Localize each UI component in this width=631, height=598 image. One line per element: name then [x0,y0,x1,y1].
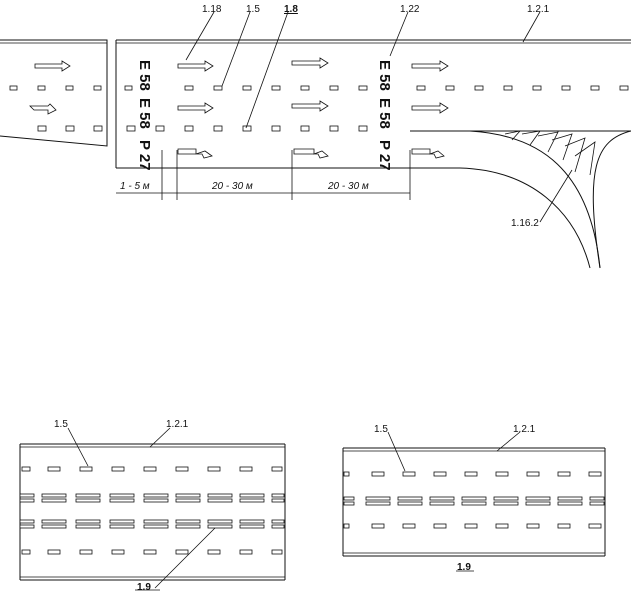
dimension-1-5m: 1 - 5 м [120,181,150,192]
ramp-gore-edge [592,130,631,269]
straight-arrow-icon [291,57,329,69]
label-1-2-1: 1.2.1 [527,4,550,15]
road-number-e58-d: E 58 [376,98,393,129]
straight-arrow-icon [177,102,214,114]
lane-dashes-row-2 [37,125,368,132]
top-callouts: 1.18 1.5 1.8 1.22 1.2.1 1.16.2 [185,4,573,229]
br-label-1-9: 1.9 [457,562,471,573]
road-number-p27-b: P 27 [376,140,393,171]
bl-lane-dashes-top [21,466,283,472]
lane-dashes-row-1 [9,85,629,91]
right-turn-arrow-icon [293,148,329,159]
label-1-22: 1.22 [400,4,420,15]
road-number-p27-a: P 27 [136,140,153,171]
dimension-lines: 1 - 5 м 20 - 30 м 20 - 30 м [116,150,411,200]
br-reversible-double-dashes [343,496,605,506]
road-number-e58-b: E 58 [136,98,153,129]
br-label-1-5: 1.5 [374,424,388,435]
br-lane-dashes-bottom [343,523,602,529]
label-1-5: 1.5 [246,4,260,15]
right-turn-arrow-icon [411,148,445,159]
br-lane-dashes-top [343,471,602,477]
label-1-8: 1.8 [284,4,298,15]
label-1-18: 1.18 [202,4,222,15]
straight-arrow-icon [177,60,214,72]
dimension-20-30m-b: 20 - 30 м [327,181,369,192]
ramp-inner-edge [469,130,601,269]
top-road-layout: E 58 E 58 P 27 E 58 E 58 P 27 1 - 5 м 20… [0,4,631,269]
bl-reversible-double-dashes [19,493,285,529]
road-number-e58-a: E 58 [136,60,153,91]
road-number-markings: E 58 E 58 P 27 E 58 E 58 P 27 [136,60,393,171]
right-turn-arrow-icon [177,148,213,159]
ramp-outer-edge [459,167,591,269]
straight-arrow-icon [291,100,329,112]
bl-label-1-5: 1.5 [54,419,68,430]
road-number-e58-c: E 58 [376,60,393,91]
bl-label-1-9: 1.9 [137,582,151,593]
chevron-island-marking [504,130,596,176]
br-label-1-2-1: 1.2.1 [513,424,536,435]
right-turn-arrow-icon [29,103,57,115]
bottom-right-road: 1.5 1.2.1 1.9 [342,424,606,573]
straight-arrow-icon [411,60,449,72]
left-carriageway-outline [0,39,108,147]
dimension-20-30m-a: 20 - 30 м [211,181,253,192]
straight-arrow-icon [411,102,449,114]
bl-lane-dashes-bottom [21,549,283,555]
label-1-16-2: 1.16.2 [511,218,539,229]
bottom-left-road: 1.5 1.2.1 1.9 [19,419,286,593]
lane-arrows [29,57,449,159]
straight-arrow-icon [34,60,71,72]
bl-label-1-2-1: 1.2.1 [166,419,189,430]
